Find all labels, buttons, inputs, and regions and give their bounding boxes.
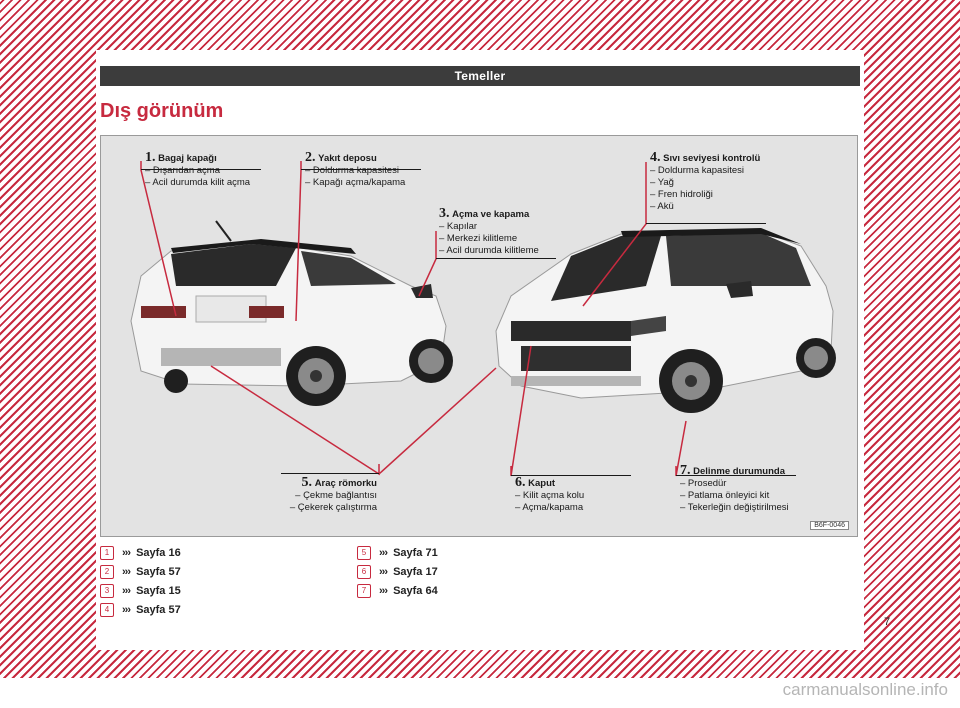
callout-7-title: Delinme durumunda [693,466,785,477]
callout-3-number: 3. [439,206,450,221]
callout-5-line: – Çekerek çalıştırma [289,502,377,513]
reference-arrows-icon: ››› [122,603,131,616]
callout-5-title: Araç römorku [314,478,377,489]
callout-3-line: – Merkezi kilitleme [439,233,518,244]
footer [0,678,960,708]
callout-3: 3. Açma ve kapama – Kapılar – Merkezi ki… [439,206,539,257]
figure-code: B6F-0046 [810,521,849,530]
callout-7-line: – Prosedür [680,478,727,489]
callout-4: 4. Sıvı seviyesi kontrolü – Doldurma kap… [650,150,761,213]
reference-link[interactable]: Sayfa 57 [136,603,181,616]
reference-item[interactable]: 3 ››› Sayfa 15 [100,584,181,600]
reference-badge: 4 [100,603,114,617]
reference-link[interactable]: Sayfa 17 [393,565,438,578]
callout-6-title: Kaput [528,478,556,489]
exterior-view-figure: 1. Bagaj kapağı – Dışarıdan açma – Acil … [100,135,858,537]
reference-arrows-icon: ››› [379,565,388,578]
rear-car-image [130,220,453,406]
reference-link[interactable]: Sayfa 57 [136,565,181,578]
car-illustration [130,161,836,477]
callout-7: 7. Delinme durumunda – Prosedür – Patlam… [680,463,789,514]
reference-badge: 1 [100,546,114,560]
reference-arrows-icon: ››› [122,584,131,597]
callout-1-title: Bagaj kapağı [158,153,217,164]
callout-3-line: – Acil durumda kilitleme [439,245,539,256]
reference-item[interactable]: 4 ››› Sayfa 57 [100,603,181,619]
reference-arrows-icon: ››› [379,584,388,597]
callout-5: 5. Araç römorku – Çekme bağlantısı – Çek… [251,475,377,514]
callout-4-line: – Doldurma kapasitesi [650,165,744,176]
callout-5-number: 5. [301,475,313,490]
callout-7-number: 7. [680,463,691,478]
callout-3-line: – Kapılar [439,221,478,232]
callout-2: 2. Yakıt deposu – Doldurma kapasitesi – … [305,150,406,189]
page-title: Dış görünüm [100,100,224,122]
reference-item[interactable]: 1 ››› Sayfa 16 [100,546,181,562]
reference-arrows-icon: ››› [379,546,388,559]
reference-badge: 3 [100,584,114,598]
callout-6-number: 6. [515,475,526,490]
reference-badge: 7 [357,584,371,598]
callout-1: 1. Bagaj kapağı – Dışarıdan açma – Acil … [145,150,251,189]
reference-arrows-icon: ››› [122,546,131,559]
reference-item[interactable]: 5 ››› Sayfa 71 [357,546,438,562]
callout-2-line: – Kapağı açma/kapama [305,177,406,188]
callout-2-line: – Doldurma kapasitesi [305,165,399,176]
reference-link[interactable]: Sayfa 64 [393,584,438,597]
callout-6: 6. Kaput – Kilit açma kolu – Açma/kapama [515,475,585,514]
reference-link[interactable]: Sayfa 71 [393,546,438,559]
callout-4-title: Sıvı seviyesi kontrolü [663,153,761,164]
callout-4-line: – Fren hidroliği [650,189,713,200]
reference-link[interactable]: Sayfa 15 [136,584,181,597]
callout-4-line: – Akü [650,201,674,212]
section-header: Temeller [100,66,860,86]
callout-4-line: – Yağ [650,177,674,188]
callout-1-line: – Dışarıdan açma [145,165,220,176]
reference-item[interactable]: 7 ››› Sayfa 64 [357,584,438,600]
callout-1-line: – Acil durumda kilit açma [145,177,251,188]
reference-badge: 5 [357,546,371,560]
front-car-image [495,228,836,413]
callout-7-line: – Patlama önleyici kit [680,490,770,501]
callout-7-line: – Tekerleğin değiştirilmesi [680,502,789,513]
reference-badge: 6 [357,565,371,579]
reference-link[interactable]: Sayfa 16 [136,546,181,559]
watermark-text: carmanualsonline.info [782,680,948,699]
page-number: 7 [884,616,891,628]
reference-arrows-icon: ››› [122,565,131,578]
callout-6-line: – Açma/kapama [515,502,584,513]
callout-5-line: – Çekme bağlantısı [295,490,377,501]
callout-3-title: Açma ve kapama [452,209,530,220]
callout-2-number: 2. [305,150,316,165]
callout-underlines [141,169,796,476]
callout-1-number: 1. [145,150,156,165]
reference-badge: 2 [100,565,114,579]
callout-4-number: 4. [650,150,661,165]
callout-6-line: – Kilit açma kolu [515,490,585,501]
callout-2-title: Yakıt deposu [318,153,377,164]
reference-item[interactable]: 2 ››› Sayfa 57 [100,565,181,581]
reference-item[interactable]: 6 ››› Sayfa 17 [357,565,438,581]
